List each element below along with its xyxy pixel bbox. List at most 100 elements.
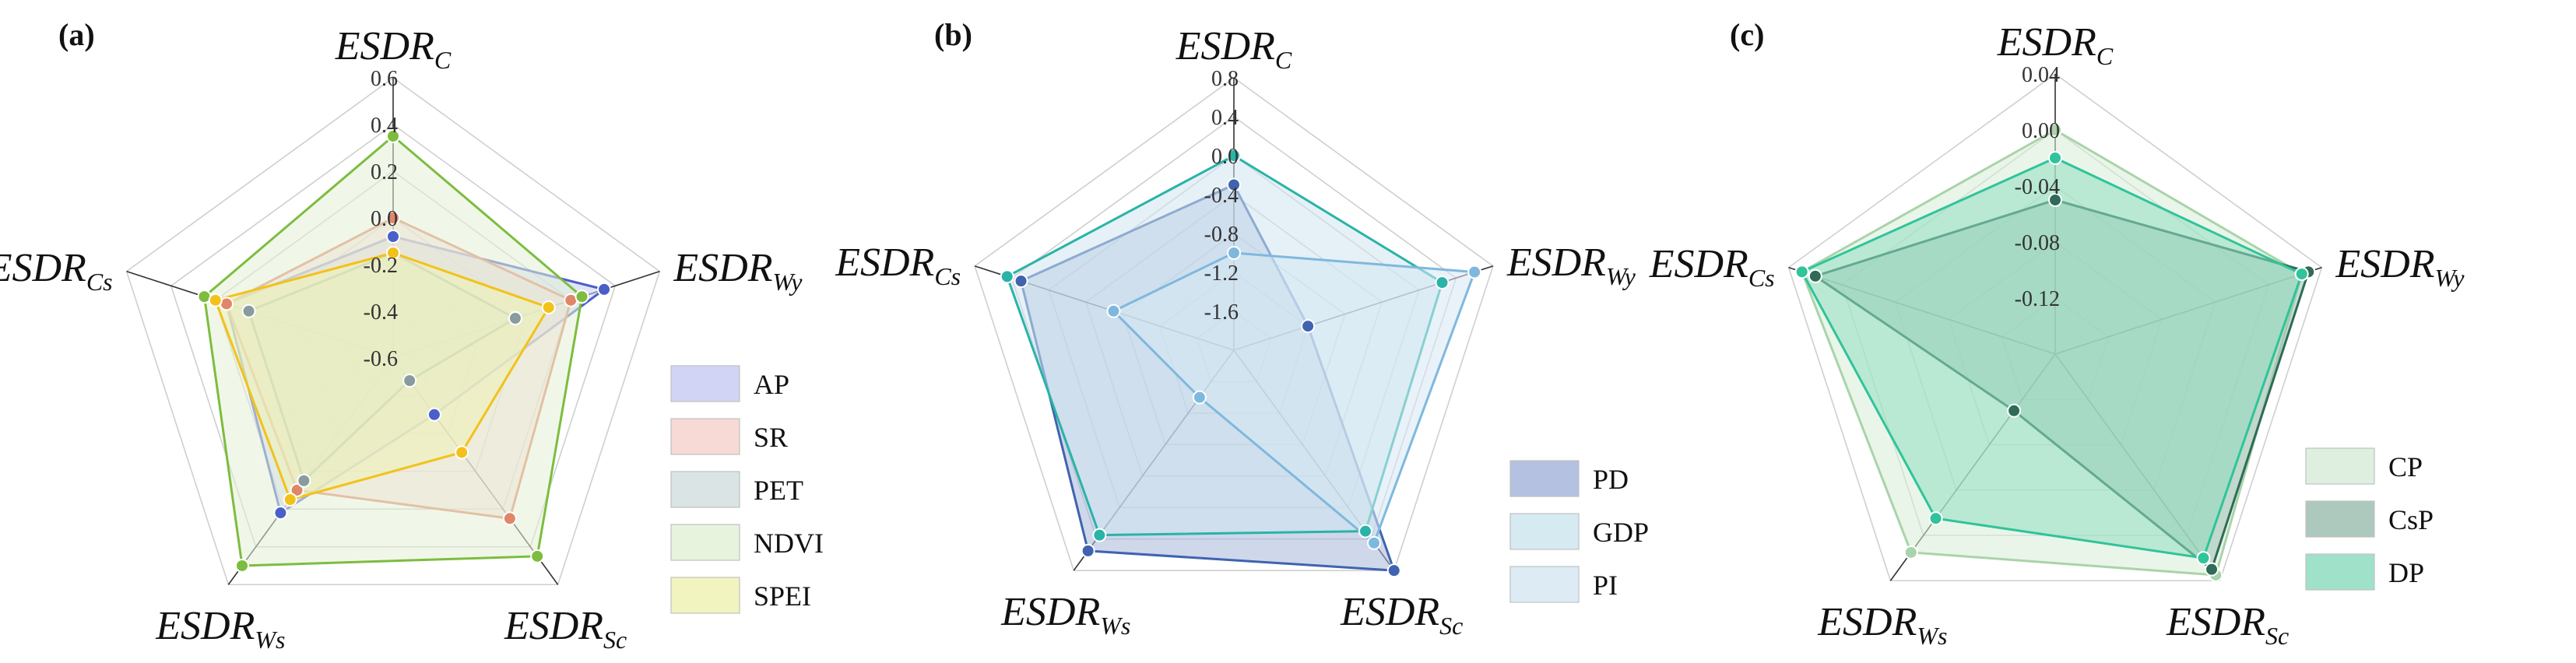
axis-title: ESDRC — [1176, 24, 1292, 74]
axis-title: ESDRWy — [673, 246, 803, 296]
legend-swatch — [2305, 500, 2375, 538]
axis-title: ESDRC — [1997, 20, 2114, 70]
series-area-dp — [1800, 156, 2304, 560]
series-point-pet — [402, 374, 417, 388]
series-point-ndvi — [575, 289, 589, 304]
series-point-pd — [1014, 274, 1028, 289]
series-point-pi — [1227, 246, 1241, 260]
series-point-gdp — [1000, 269, 1014, 284]
axis-title: ESDRSc — [1340, 590, 1463, 640]
legend-label: CP — [2388, 451, 2423, 482]
series-point-ap — [273, 506, 288, 521]
series-point-csp — [2007, 403, 2022, 418]
series-point-dp — [2294, 267, 2309, 282]
series-group — [1000, 149, 1482, 578]
radial-tick-label: -0.8 — [1204, 223, 1239, 247]
radial-tick-label: -1.6 — [1204, 300, 1239, 324]
panel-label: (b) — [934, 17, 972, 52]
series-group — [197, 129, 612, 573]
series-point-gdp — [1435, 275, 1450, 290]
series-point-pi — [1106, 303, 1121, 318]
series-point-csp — [2205, 562, 2219, 577]
series-point-cp — [1903, 545, 1918, 560]
series-point-ndvi — [235, 558, 250, 573]
grid-ring — [974, 77, 1494, 571]
series-point-dp — [2048, 151, 2062, 165]
series-point-pet — [241, 303, 256, 318]
legend-swatch — [670, 418, 740, 455]
grid-ring — [125, 77, 661, 586]
series-point-spei — [283, 493, 297, 507]
legend-swatch — [670, 577, 740, 614]
series-point-pd — [1227, 177, 1241, 192]
legend-label: PET — [754, 475, 803, 506]
legend-swatch — [670, 524, 740, 561]
panel-c: (c)0.040.00-0.04-0.08-0.12ESDRCESDRWyESD… — [1649, 17, 2465, 650]
series-point-csp — [2048, 193, 2062, 207]
series-point-ap — [386, 230, 400, 244]
panel-a: (a)0.60.40.20.0-0.2-0.4-0.6ESDRCESDRWyES… — [0, 17, 824, 654]
legend-label: CsP — [2388, 504, 2434, 535]
series-point-sr — [290, 482, 304, 497]
series-point-ap — [427, 407, 441, 422]
radial-tick-label: -0.6 — [364, 347, 398, 371]
series-area-pi — [1111, 251, 1477, 545]
radial-tick-label: -0.12 — [2015, 287, 2060, 311]
series-point-sr — [386, 211, 400, 225]
radial-tick-label: -0.04 — [2015, 175, 2060, 199]
panel-label: (c) — [1730, 17, 1764, 52]
legend-swatch — [1509, 566, 1580, 603]
legend: AP SR PET NDVI SPEI — [670, 365, 824, 614]
axis-title: ESDRCs — [1649, 242, 1775, 292]
legend-label: GDP — [1593, 517, 1649, 548]
series-point-pi — [1367, 535, 1382, 550]
series-point-gdp — [1358, 524, 1372, 538]
axis-title: ESDRCs — [0, 246, 113, 296]
series-point-dp — [2196, 551, 2211, 566]
radial-tick-label: 0.6 — [371, 67, 398, 91]
axis-title: ESDRSc — [2166, 600, 2289, 650]
legend-swatch — [2305, 447, 2375, 485]
series-point-pd — [1301, 319, 1316, 334]
axis-title: ESDRSc — [504, 604, 627, 654]
legend-label: NDVI — [754, 528, 824, 559]
axis-title: ESDRWy — [2335, 242, 2465, 292]
series-point-dp — [1928, 511, 1943, 526]
series-point-spei — [455, 445, 469, 460]
axis-title: ESDRWs — [1000, 590, 1130, 640]
radial-tick-label: 0.4 — [1211, 106, 1239, 130]
panel-b: (b)0.80.40.0-0.4-0.8-1.2-1.6ESDRCESDRWyE… — [835, 17, 1649, 640]
radial-tick-label: -0.4 — [1204, 184, 1239, 208]
radial-tick-label: 0.8 — [1211, 67, 1239, 91]
radial-tick-label: -0.08 — [2015, 231, 2060, 255]
axis-title: ESDRWy — [1506, 240, 1636, 290]
series-point-pd — [1081, 543, 1095, 558]
legend-swatch — [2305, 553, 2375, 591]
legend-label: AP — [754, 369, 789, 400]
series-point-csp — [1808, 268, 1822, 283]
radial-tick-label: 0.04 — [2022, 63, 2060, 87]
legend-swatch — [670, 365, 740, 402]
radial-tick-label: 0.4 — [371, 114, 398, 138]
axis-title: ESDRCs — [835, 240, 961, 290]
series-point-pet — [508, 311, 522, 326]
legend-swatch — [1509, 513, 1580, 550]
radial-tick-label: -0.4 — [364, 300, 398, 324]
radial-tick-label: -0.2 — [364, 254, 398, 278]
legend-label: SR — [754, 422, 788, 453]
radial-ticks: 0.80.40.0-0.4-0.8-1.2-1.6 — [1204, 67, 1239, 324]
radial-tick-label: 0.00 — [2022, 119, 2060, 143]
radial-tick-label: 0.2 — [371, 160, 398, 184]
axis-title: ESDRWs — [1817, 600, 1947, 650]
series-point-pet — [297, 473, 311, 488]
series-point-spei — [386, 246, 400, 260]
radial-tick-label: 0.0 — [371, 207, 398, 231]
legend-swatch — [1509, 460, 1580, 497]
legend-label: SPEI — [754, 581, 811, 612]
radial-tick-label: 0.0 — [1211, 145, 1239, 169]
series-point-pi — [1192, 390, 1207, 405]
axis-title: ESDRC — [335, 24, 452, 74]
